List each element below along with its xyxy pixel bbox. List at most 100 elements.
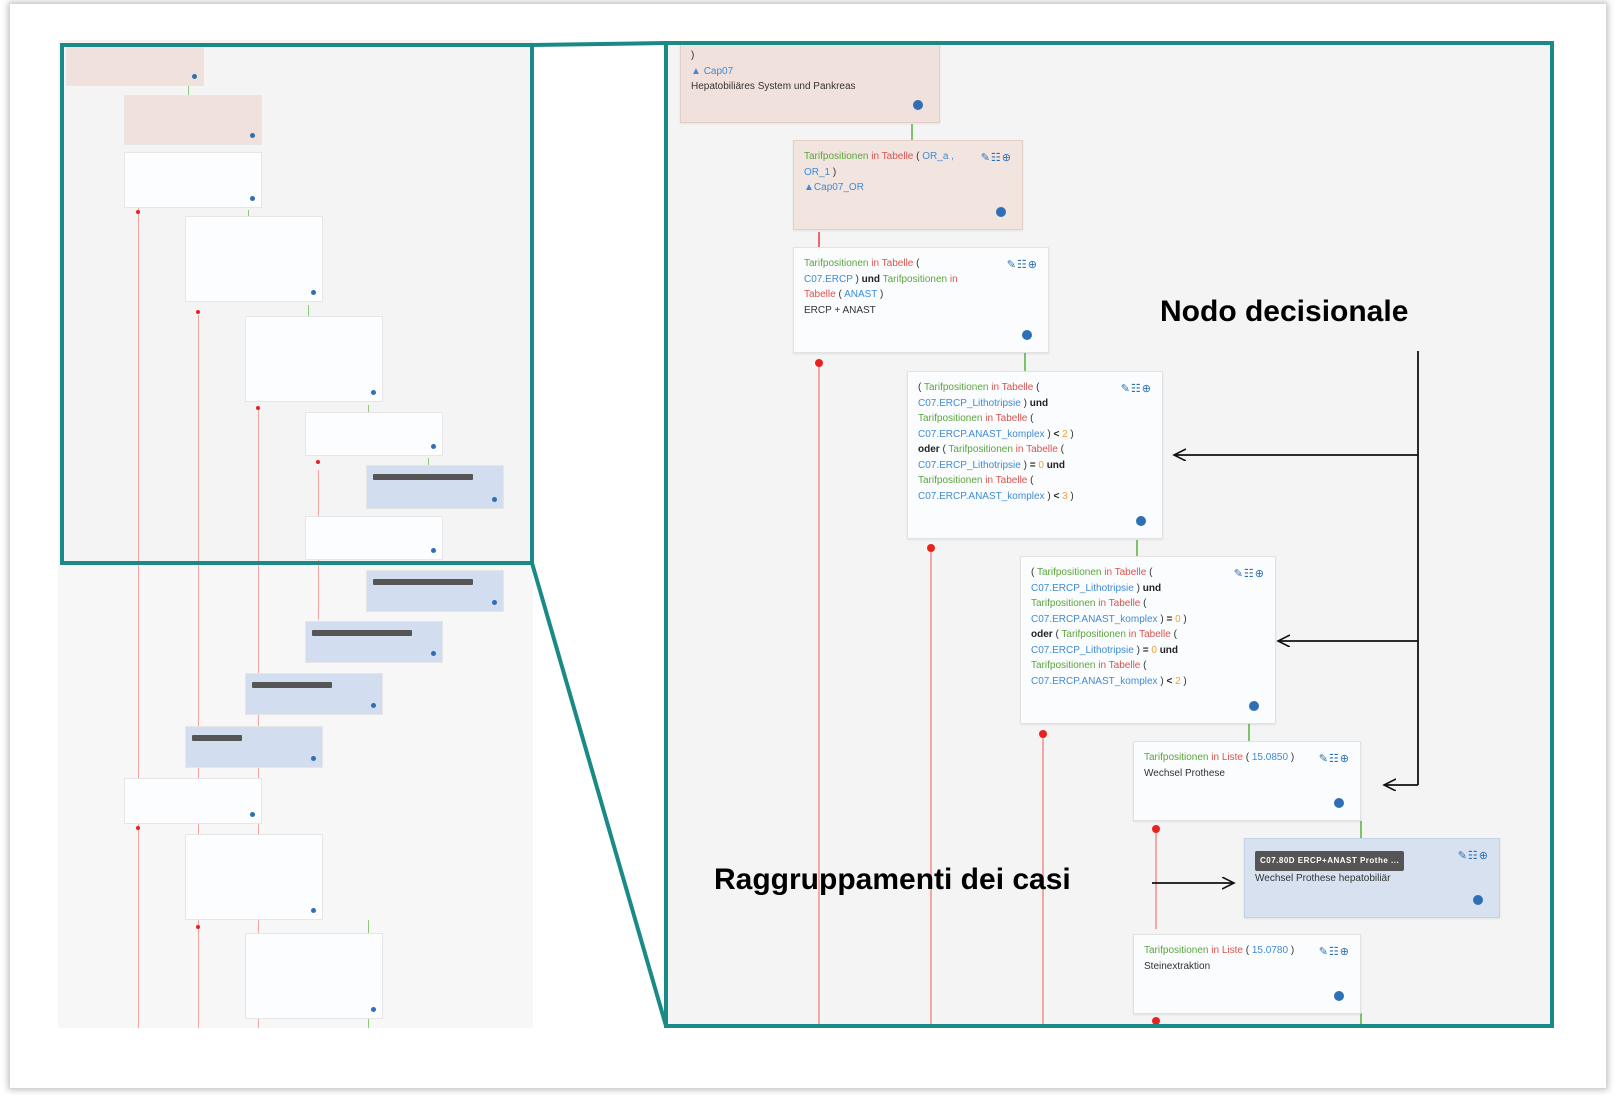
mini-node[interactable] xyxy=(305,412,443,456)
number: 0 xyxy=(1175,613,1181,625)
globe-icon[interactable] xyxy=(1473,895,1483,905)
globe-icon[interactable] xyxy=(250,133,255,138)
field-name: Tarifpositionen xyxy=(804,258,869,269)
mini-group-node[interactable] xyxy=(366,465,504,509)
globe-icon[interactable] xyxy=(250,196,255,201)
edit-icon[interactable]: ✎ xyxy=(1006,259,1017,271)
edit-icon[interactable]: ✎ xyxy=(1120,383,1131,395)
mini-red-line xyxy=(258,410,259,1028)
globe-icon[interactable] xyxy=(492,497,497,502)
value: 15.0850 xyxy=(1251,752,1289,763)
node-tools[interactable]: ✎☷⊕ xyxy=(1458,849,1489,865)
paren: ( xyxy=(1055,629,1059,640)
globe-icon[interactable] xyxy=(431,444,436,449)
decision-node-2[interactable]: ✎☷⊕ Tarifpositionen in Tabelle ( C07.ERC… xyxy=(793,247,1049,353)
leaf-node-wechsel[interactable]: ✎☷⊕ Tarifpositionen in Liste ( 15.0850 )… xyxy=(1133,741,1361,821)
connector-line-green xyxy=(1024,353,1026,375)
mini-root-node[interactable] xyxy=(66,46,204,86)
paren: ) xyxy=(1160,613,1164,625)
globe-icon[interactable] xyxy=(1334,798,1344,808)
mini-node[interactable] xyxy=(245,316,383,402)
value: C07.ERCP.ANAST_komplex xyxy=(918,428,1045,440)
add-icon[interactable]: ⊕ xyxy=(1339,946,1350,958)
logic-operator: oder xyxy=(1031,629,1053,640)
globe-icon[interactable] xyxy=(311,290,316,295)
edit-icon[interactable]: ✎ xyxy=(1318,946,1329,958)
mini-node[interactable] xyxy=(305,516,443,560)
number: 0 xyxy=(1038,459,1044,471)
decision-node-3[interactable]: ✎☷⊕ ( Tarifpositionen in Tabelle ( C07.E… xyxy=(907,371,1163,539)
globe-icon[interactable] xyxy=(371,703,376,708)
globe-icon[interactable] xyxy=(431,651,436,656)
mini-branch-dot xyxy=(256,406,260,410)
value: C07.ERCP.ANAST_komplex xyxy=(1031,675,1158,687)
mini-group-node[interactable] xyxy=(305,621,443,663)
add-icon[interactable]: ⊕ xyxy=(1254,568,1265,580)
chapter-link[interactable]: Cap07 xyxy=(703,65,734,77)
root-node[interactable]: ) ▲ Cap07 Hepatobiliäres System und Pank… xyxy=(680,45,940,123)
paren: ( xyxy=(838,289,842,300)
value: OR_a , xyxy=(922,151,954,162)
decision-node-1[interactable]: ✎☷⊕ Tarifpositionen in Tabelle ( OR_a , … xyxy=(793,140,1023,230)
globe-icon[interactable] xyxy=(1136,516,1146,526)
copy-icon[interactable]: ☷ xyxy=(1016,259,1028,271)
mini-group-node[interactable] xyxy=(185,726,323,768)
mini-node[interactable] xyxy=(245,933,383,1019)
leaf-node-steinextraktion[interactable]: ✎☷⊕ Tarifpositionen in Liste ( 15.0780 )… xyxy=(1133,934,1361,1014)
branch-dot xyxy=(1039,730,1047,738)
add-icon[interactable]: ⊕ xyxy=(1001,152,1012,164)
node-link[interactable]: Cap07_OR xyxy=(813,182,864,193)
logic-operator: und xyxy=(1046,459,1066,471)
globe-icon[interactable] xyxy=(1334,991,1344,1001)
edit-icon[interactable]: ✎ xyxy=(1457,850,1468,862)
operator: in xyxy=(1211,945,1220,956)
copy-icon[interactable]: ☷ xyxy=(1130,383,1142,395)
paren: ( xyxy=(1036,382,1040,393)
connector-line-green xyxy=(911,124,913,144)
add-icon[interactable]: ⊕ xyxy=(1027,259,1038,271)
mini-group-node[interactable] xyxy=(366,570,504,612)
edit-icon[interactable]: ✎ xyxy=(1318,753,1329,765)
mini-node[interactable] xyxy=(124,778,262,824)
copy-icon[interactable]: ☷ xyxy=(1328,946,1340,958)
add-icon[interactable]: ⊕ xyxy=(1141,383,1152,395)
node-tools[interactable]: ✎☷⊕ xyxy=(981,151,1012,167)
mini-group-node[interactable] xyxy=(245,673,383,715)
globe-icon[interactable] xyxy=(996,207,1006,217)
globe-icon[interactable] xyxy=(431,548,436,553)
mini-node[interactable] xyxy=(124,95,262,145)
field-name: Tarifpositionen xyxy=(1036,567,1102,578)
add-icon[interactable]: ⊕ xyxy=(1478,850,1489,862)
copy-icon[interactable]: ☷ xyxy=(1467,850,1479,862)
copy-icon[interactable]: ☷ xyxy=(1243,568,1255,580)
node-tools[interactable]: ✎☷⊕ xyxy=(1319,945,1350,961)
logic-operator: und xyxy=(1159,644,1179,656)
node-tools[interactable]: ✎☷⊕ xyxy=(1234,567,1265,583)
globe-icon[interactable] xyxy=(913,100,923,110)
globe-icon[interactable] xyxy=(311,756,316,761)
case-group-node[interactable]: ✎☷⊕ C07.80D ERCP+ANAST Prothe ... Wechse… xyxy=(1244,838,1500,918)
copy-icon[interactable]: ☷ xyxy=(990,152,1002,164)
operator: in xyxy=(949,273,958,285)
mini-node[interactable] xyxy=(185,216,323,302)
globe-icon[interactable] xyxy=(492,600,497,605)
mini-node[interactable] xyxy=(124,152,262,208)
node-tools[interactable]: ✎☷⊕ xyxy=(1319,752,1350,768)
node-tools[interactable]: ✎☷⊕ xyxy=(1121,382,1152,398)
add-icon[interactable]: ⊕ xyxy=(1339,753,1350,765)
globe-icon[interactable] xyxy=(371,390,376,395)
globe-icon[interactable] xyxy=(192,74,197,79)
node-tools[interactable]: ✎☷⊕ xyxy=(1007,258,1038,274)
edit-icon[interactable]: ✎ xyxy=(980,152,991,164)
mini-node[interactable] xyxy=(185,834,323,920)
callout-case-groups: Raggruppamenti dei casi xyxy=(714,863,1071,896)
globe-icon[interactable] xyxy=(1249,701,1259,711)
globe-icon[interactable] xyxy=(250,812,255,817)
copy-icon[interactable]: ☷ xyxy=(1328,753,1340,765)
globe-icon[interactable] xyxy=(1022,330,1032,340)
globe-icon[interactable] xyxy=(311,908,316,913)
decision-node-4[interactable]: ✎☷⊕ ( Tarifpositionen in Tabelle ( C07.E… xyxy=(1020,556,1276,724)
globe-icon[interactable] xyxy=(371,1007,376,1012)
connector-line-green xyxy=(1136,540,1138,558)
edit-icon[interactable]: ✎ xyxy=(1233,568,1244,580)
